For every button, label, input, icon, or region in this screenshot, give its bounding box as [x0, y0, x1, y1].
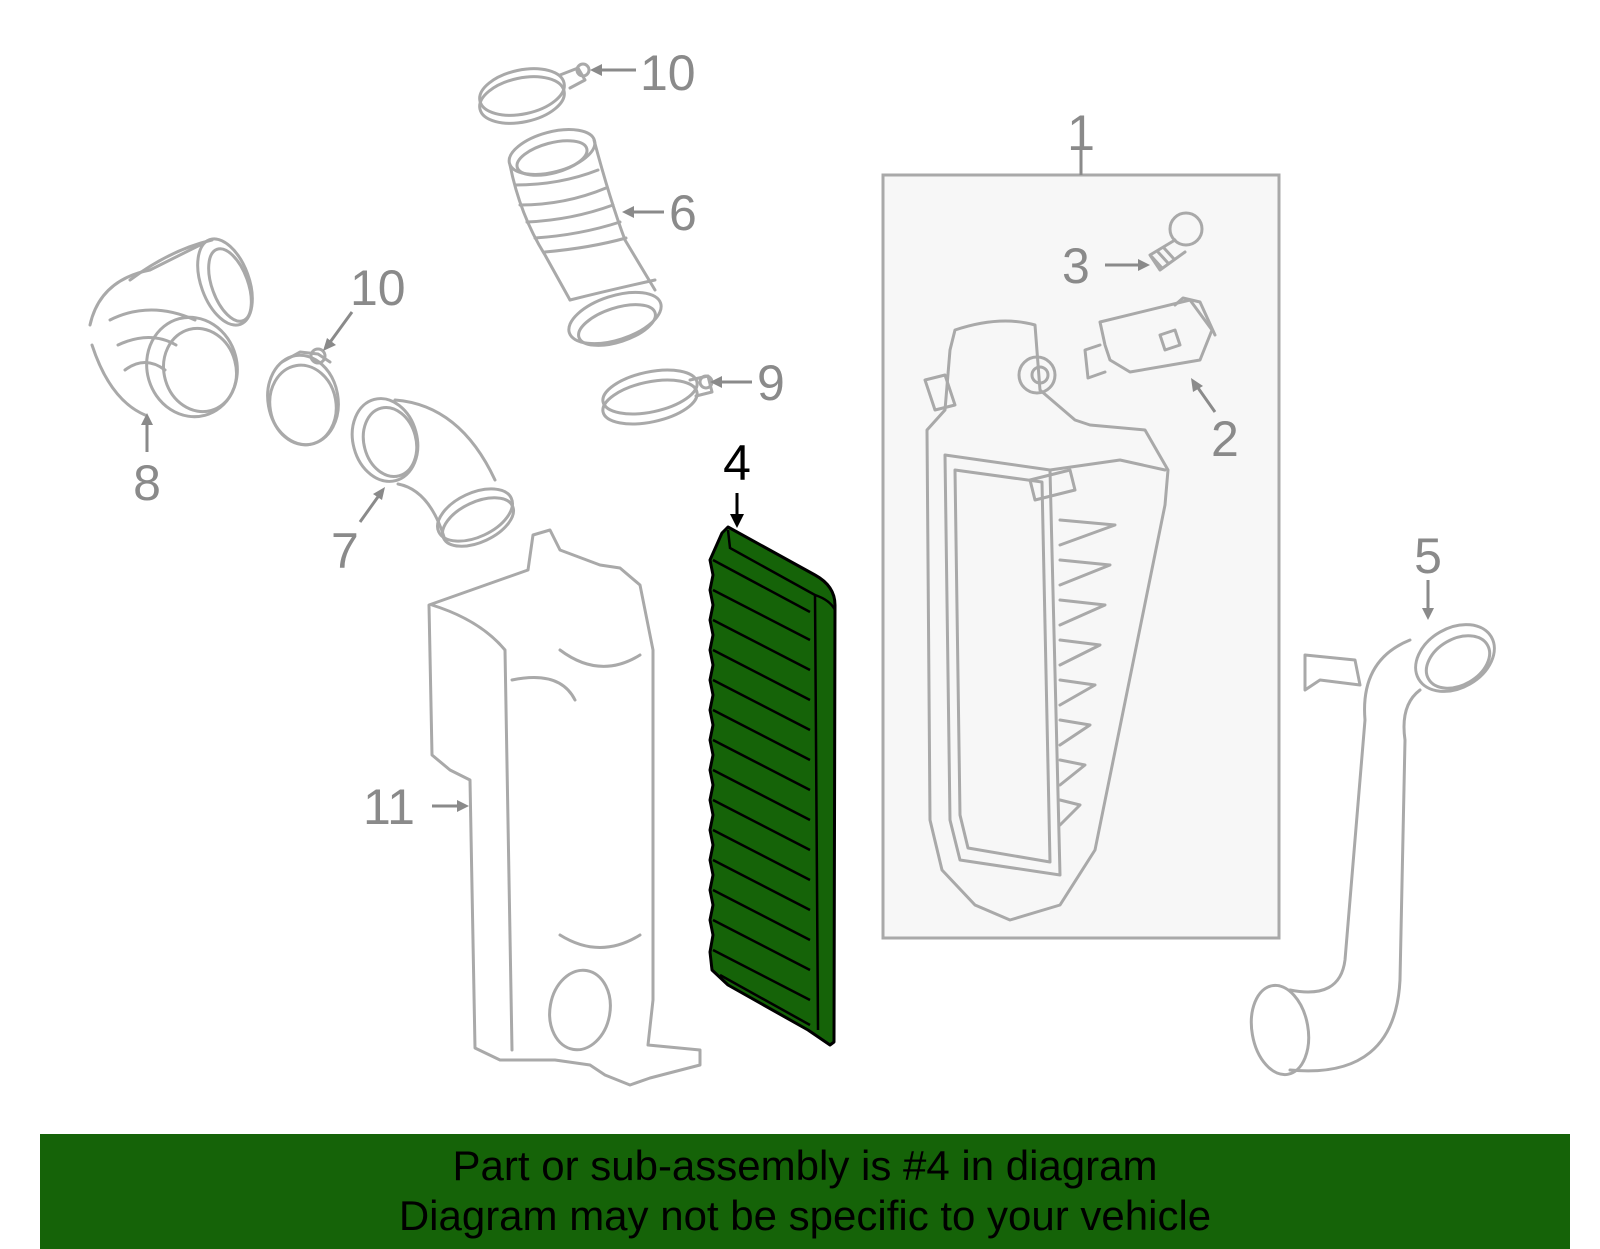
- callout-4: 4: [723, 435, 751, 491]
- callout-2: 2: [1211, 411, 1239, 467]
- hose-clamp-part-10-left: [266, 347, 340, 447]
- leader-10-left: [326, 311, 354, 346]
- arrowhead-11: [457, 800, 469, 812]
- arrowhead-8: [141, 413, 153, 425]
- callout-1: 1: [1067, 105, 1095, 161]
- callout-10-left: 10: [350, 260, 406, 316]
- hose-clamp-part-10-top: [478, 62, 591, 125]
- intake-duct-part-5: [1249, 623, 1496, 1077]
- arrowhead-6: [622, 206, 634, 218]
- hose-clamp-part-9: [601, 368, 714, 426]
- air-filter-part-4: [708, 525, 837, 1047]
- arrowhead-5: [1422, 608, 1434, 620]
- leader-2: [1194, 384, 1217, 413]
- mass-air-flow-sensor-part-2: [1083, 296, 1217, 380]
- intake-hose-part-6: [507, 128, 663, 347]
- banner-line-part-number: Part or sub-assembly is #4 in diagram: [452, 1142, 1158, 1189]
- callout-10-top: 10: [640, 45, 696, 101]
- arrowhead-4: [730, 514, 744, 528]
- air-cleaner-housing: [923, 319, 1170, 922]
- callout-9: 9: [757, 355, 785, 411]
- info-banner: Part or sub-assembly is #4 in diagram Di…: [40, 1134, 1570, 1249]
- arrowhead-10-top: [590, 64, 602, 76]
- callout-11: 11: [363, 779, 415, 835]
- elbow-hose-part-8: [88, 237, 254, 419]
- callout-7: 7: [331, 523, 359, 579]
- callout-6: 6: [669, 185, 697, 241]
- arrowhead-2: [1191, 378, 1203, 392]
- callout-8: 8: [133, 455, 161, 511]
- leader-7: [358, 493, 382, 523]
- elbow-duct-part-7: [350, 397, 515, 548]
- arrowhead-7: [373, 487, 385, 500]
- callout-3: 3: [1062, 238, 1090, 294]
- bolt-part-3: [1148, 211, 1204, 272]
- banner-line-disclaimer: Diagram may not be specific to your vehi…: [398, 1192, 1212, 1239]
- callout-5: 5: [1414, 528, 1442, 584]
- arrowhead-3: [1138, 259, 1150, 271]
- arrowhead-10-left: [323, 338, 336, 351]
- arrowhead-9: [710, 376, 722, 388]
- air-cleaner-lower-housing-part-11: [427, 528, 702, 1087]
